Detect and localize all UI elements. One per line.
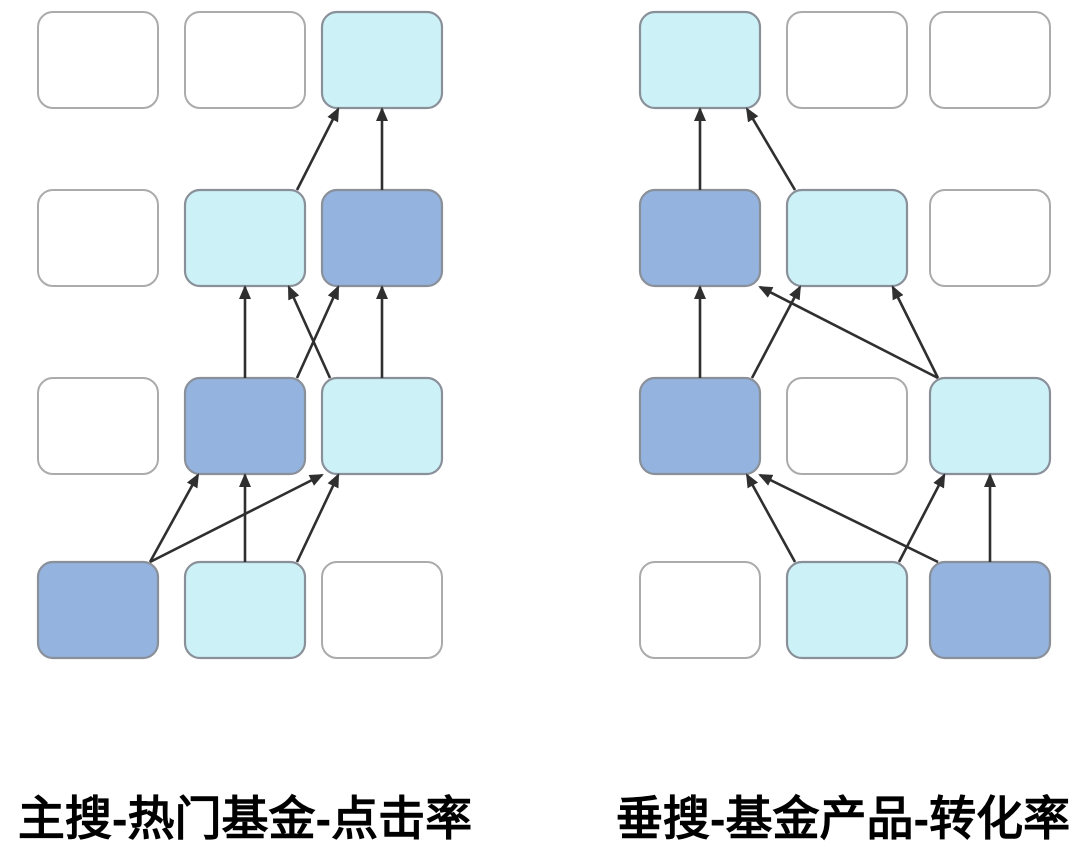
right-node-r2c2-cyan <box>785 188 909 288</box>
left-edge-r4c1-to-r3c3 <box>149 473 324 564</box>
right-node-r1c3-empty <box>929 11 1051 109</box>
right-node-r1c1-cyan <box>638 10 762 110</box>
right-node-r2c1-blue <box>638 188 762 288</box>
right-node-r2c3-empty <box>929 189 1051 287</box>
left-node-r3c2-blue <box>183 376 307 476</box>
left-node-r3c3-cyan <box>320 376 444 476</box>
left-edge-r2c2-to-r1c3 <box>295 107 340 191</box>
left-edge-r4c1-to-r3c2 <box>148 473 200 563</box>
left-node-r4c2-cyan <box>183 560 307 660</box>
left-node-r4c3-empty <box>321 561 443 659</box>
left-node-r1c1-empty <box>37 11 159 109</box>
left-edge-r3c3-to-r2c2 <box>287 285 332 379</box>
diagram-canvas <box>36 10 1052 660</box>
left-node-r2c2-cyan <box>183 188 307 288</box>
left-node-r1c2-empty <box>184 11 306 109</box>
left-node-r4c1-blue <box>36 560 160 660</box>
right-edge-r4c3-to-r3c1 <box>758 473 939 564</box>
left-node-r1c3-cyan <box>320 10 444 110</box>
right-panel-caption: 垂搜-基金产品-转化率 <box>615 792 1071 845</box>
right-edge-r3c3-to-r2c2 <box>891 285 940 379</box>
right-edge-r4c2-to-r3c3 <box>897 473 946 563</box>
right-node-r3c3-cyan <box>928 376 1052 476</box>
right-node-r3c2-empty <box>786 377 908 475</box>
left-panel-caption: 主搜-热门基金-点击率 <box>17 792 473 845</box>
left-edge-r3c2-to-r2c3 <box>295 285 340 379</box>
left-node-r3c1-empty <box>37 377 159 475</box>
right-edge-r2c2-to-r1c1 <box>745 107 797 191</box>
left-edge-r4c2-to-r3c3 <box>295 473 340 563</box>
right-node-r4c3-blue <box>928 560 1052 660</box>
right-edge-r3c1-to-r2c2 <box>750 285 802 379</box>
right-node-r1c2-empty <box>786 11 908 109</box>
right-node-r3c1-blue <box>638 376 762 476</box>
right-edge-r4c2-to-r3c1 <box>745 473 797 563</box>
right-node-r4c2-cyan <box>785 560 909 660</box>
right-edge-r3c3-to-r2c1 <box>758 285 939 380</box>
left-node-r2c3-blue <box>320 188 444 288</box>
right-node-r4c1-empty <box>639 561 761 659</box>
left-node-r2c1-empty <box>37 189 159 287</box>
